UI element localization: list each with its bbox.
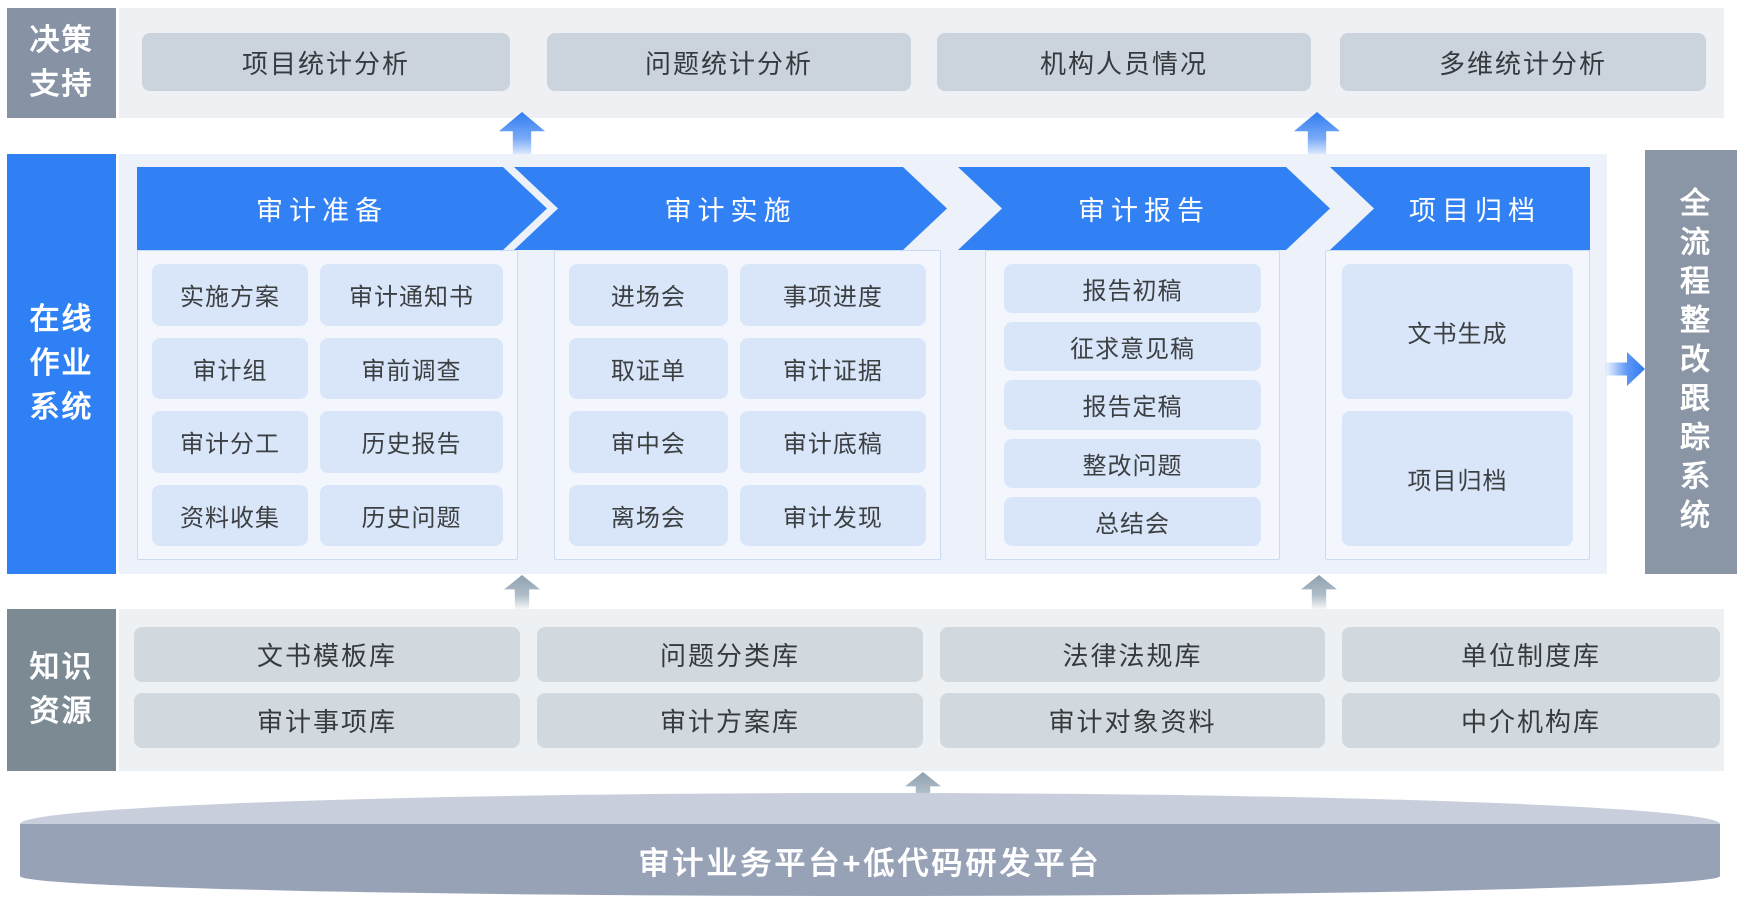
decision-item-project-stats: 项目统计分析 [142, 33, 510, 91]
module-chip: 审前调查 [319, 337, 503, 399]
knowledge-item: 问题分类库 [537, 627, 923, 682]
module-chip-label: 事项进度 [782, 284, 883, 312]
tracking-system-bar: 全流程整改跟踪系统 [1645, 150, 1737, 574]
module-chip-label: 资料收集 [179, 504, 280, 532]
module-chip: 审计证据 [739, 337, 926, 399]
platform-label: 审计业务平台+低代码研发平台 [638, 845, 1102, 881]
knowledge-item: 单位制度库 [1342, 627, 1720, 682]
module-chip: 文书生成 [1342, 264, 1573, 399]
module-chip-label: 审计证据 [782, 357, 883, 385]
knowledge-item: 中介机构库 [1342, 693, 1720, 748]
module-chip: 征求意见稿 [1004, 322, 1261, 372]
module-chip: 实施方案 [152, 264, 308, 326]
stage-header-audit-implementation: 审计实施 [514, 167, 947, 250]
module-chip: 审计通知书 [319, 264, 503, 326]
decision-item-label: 多维统计分析 [1438, 48, 1607, 79]
module-chip: 报告初稿 [1004, 264, 1261, 314]
module-chip: 审计发现 [739, 484, 926, 546]
module-chip-label: 审计分工 [179, 431, 280, 459]
module-chip: 历史问题 [319, 484, 503, 546]
knowledge-item-label: 审计事项库 [256, 707, 397, 737]
decision-item-org-staff: 机构人员情况 [937, 33, 1311, 91]
module-chip-label: 审前调查 [361, 357, 462, 385]
module-chip-label: 历史问题 [361, 504, 462, 532]
up-arrow-icon [504, 575, 540, 611]
knowledge-item-label: 问题分类库 [659, 641, 800, 671]
decision-item-label: 机构人员情况 [1039, 48, 1208, 79]
module-chip: 审计底稿 [739, 411, 926, 473]
decision-item-label: 问题统计分析 [644, 48, 813, 79]
module-chip-label: 报告定稿 [1082, 394, 1183, 422]
knowledge-item: 审计事项库 [134, 693, 520, 748]
module-chip: 历史报告 [319, 411, 503, 473]
knowledge-item: 审计对象资料 [940, 693, 1325, 748]
module-chip: 审计分工 [152, 411, 308, 473]
platform-band: 审计业务平台+低代码研发平台 [20, 824, 1720, 896]
module-chip-label: 审计底稿 [782, 431, 883, 459]
stage-panel-audit-report: 报告初稿 征求意见稿 报告定稿 整改问题 总结会 [985, 250, 1280, 560]
knowledge-item-label: 审计对象资料 [1048, 707, 1217, 737]
stage-title: 审计实施 [664, 196, 797, 226]
module-chip-label: 审计通知书 [348, 284, 474, 312]
module-chip: 离场会 [569, 484, 728, 546]
module-chip: 资料收集 [152, 484, 308, 546]
module-chip-label: 整改问题 [1082, 452, 1183, 480]
module-chip: 进场会 [569, 264, 728, 326]
module-chip: 整改问题 [1004, 438, 1261, 488]
module-chip-label: 报告初稿 [1082, 278, 1183, 306]
knowledge-item-label: 法律法规库 [1062, 641, 1203, 671]
module-chip-label: 文书生成 [1407, 321, 1508, 348]
decision-support-rail: 决策支持 [7, 8, 116, 118]
stage-title: 审计准备 [256, 196, 388, 226]
knowledge-rail: 知识资源 [7, 609, 116, 771]
module-chip: 取证单 [569, 337, 728, 399]
stage-header-audit-report: 审计报告 [958, 167, 1330, 250]
module-chip: 总结会 [1004, 496, 1261, 546]
online-work-label: 在线作业系统 [29, 303, 94, 424]
right-arrow-icon [1605, 352, 1645, 386]
knowledge-item: 文书模板库 [134, 627, 520, 682]
decision-item-label: 项目统计分析 [241, 48, 410, 79]
module-chip-label: 实施方案 [179, 284, 280, 312]
decision-support-label: 决策支持 [29, 24, 94, 101]
knowledge-item-label: 中介机构库 [1460, 707, 1601, 737]
knowledge-item-label: 单位制度库 [1460, 641, 1601, 671]
module-chip-label: 征求意见稿 [1070, 336, 1195, 364]
module-chip-label: 历史报告 [361, 431, 462, 459]
stage-title: 项目归档 [1409, 196, 1541, 226]
stage-panel-project-archive: 文书生成 项目归档 [1325, 250, 1590, 560]
module-chip: 项目归档 [1342, 411, 1573, 546]
module-chip-label: 总结会 [1095, 510, 1170, 538]
up-arrow-icon [499, 112, 545, 160]
stage-panel-audit-implementation: 进场会 事项进度 取证单 审计证据 审中会 审计底稿 离场会 审计发现 [554, 250, 941, 560]
module-chip: 审中会 [569, 411, 728, 473]
module-chip: 审计组 [152, 337, 308, 399]
knowledge-item: 审计方案库 [537, 693, 923, 748]
up-arrow-icon [1301, 575, 1337, 611]
knowledge-item-label: 审计方案库 [659, 707, 800, 737]
knowledge-item-label: 文书模板库 [256, 641, 397, 671]
module-chip-label: 项目归档 [1407, 468, 1508, 495]
module-chip: 报告定稿 [1004, 380, 1261, 430]
module-chip-label: 取证单 [610, 357, 686, 385]
decision-item-multidim-stats: 多维统计分析 [1340, 33, 1706, 91]
knowledge-item: 法律法规库 [940, 627, 1325, 682]
up-arrow-icon [1294, 112, 1340, 160]
module-chip-label: 审计组 [192, 357, 268, 385]
module-chip-label: 审中会 [610, 431, 686, 459]
module-chip-label: 进场会 [610, 284, 686, 312]
tracking-system-label: 全流程整改跟踪系统 [1675, 186, 1708, 538]
online-work-rail: 在线作业系统 [7, 154, 116, 574]
stage-header-audit-preparation: 审计准备 [137, 167, 547, 250]
module-chip-label: 离场会 [610, 504, 686, 532]
module-chip-label: 审计发现 [782, 504, 883, 532]
stage-panel-audit-preparation: 实施方案 审计通知书 审计组 审前调查 审计分工 历史报告 资料收集 历史问题 [137, 250, 518, 560]
module-chip: 事项进度 [739, 264, 926, 326]
decision-item-issue-stats: 问题统计分析 [547, 33, 911, 91]
stage-title: 审计报告 [1078, 196, 1210, 226]
knowledge-label: 知识资源 [29, 651, 94, 728]
